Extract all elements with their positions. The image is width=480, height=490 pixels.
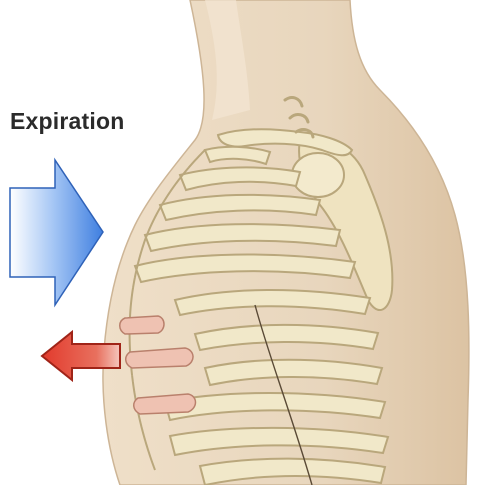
muscle-segment-2 [126, 348, 193, 368]
diagram-title: Expiration [10, 108, 124, 135]
muscle-segment-1 [120, 316, 164, 334]
arrow-right-icon [10, 160, 103, 305]
muscle-segment-3 [134, 394, 196, 414]
